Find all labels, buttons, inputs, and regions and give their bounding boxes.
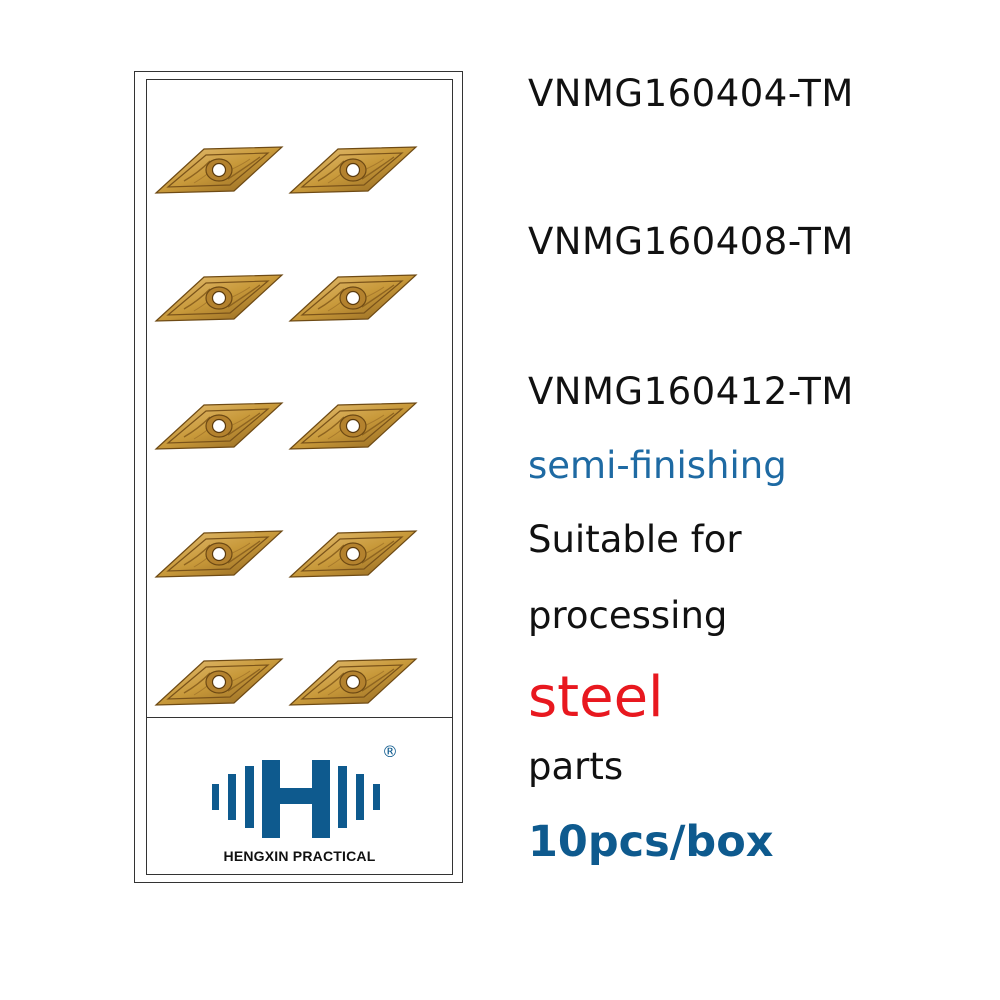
vnmg-insert-icon bbox=[288, 399, 418, 453]
material-label: steel bbox=[528, 665, 664, 730]
description-line-1: Suitable for bbox=[528, 518, 742, 561]
box-divider bbox=[146, 717, 453, 718]
vnmg-insert-icon bbox=[288, 143, 418, 197]
registered-mark: ® bbox=[382, 742, 398, 761]
product-box-outer-frame bbox=[134, 71, 463, 883]
model-name-1: VNMG160404-TM bbox=[528, 72, 854, 115]
vnmg-insert-icon bbox=[288, 271, 418, 325]
vnmg-insert-icon bbox=[154, 527, 284, 581]
vnmg-insert-icon bbox=[288, 527, 418, 581]
application-label: semi-finishing bbox=[528, 444, 787, 487]
vnmg-insert-icon bbox=[154, 271, 284, 325]
hengxin-logo-icon bbox=[212, 760, 380, 838]
vnmg-insert-icon bbox=[288, 655, 418, 709]
model-name-2: VNMG160408-TM bbox=[528, 220, 854, 263]
vnmg-insert-icon bbox=[154, 655, 284, 709]
insert-grid bbox=[146, 79, 453, 717]
description-line-2: processing bbox=[528, 594, 728, 637]
model-name-3: VNMG160412-TM bbox=[528, 370, 854, 413]
vnmg-insert-icon bbox=[154, 399, 284, 453]
quantity-label: 10pcs/box bbox=[528, 817, 774, 867]
brand-name: HENGXIN PRACTICAL bbox=[223, 848, 376, 864]
description-line-3: parts bbox=[528, 745, 624, 788]
vnmg-insert-icon bbox=[154, 143, 284, 197]
product-box-inner-frame bbox=[146, 79, 453, 875]
brand-logo: ® HENGXIN PRACTICAL bbox=[146, 718, 453, 875]
